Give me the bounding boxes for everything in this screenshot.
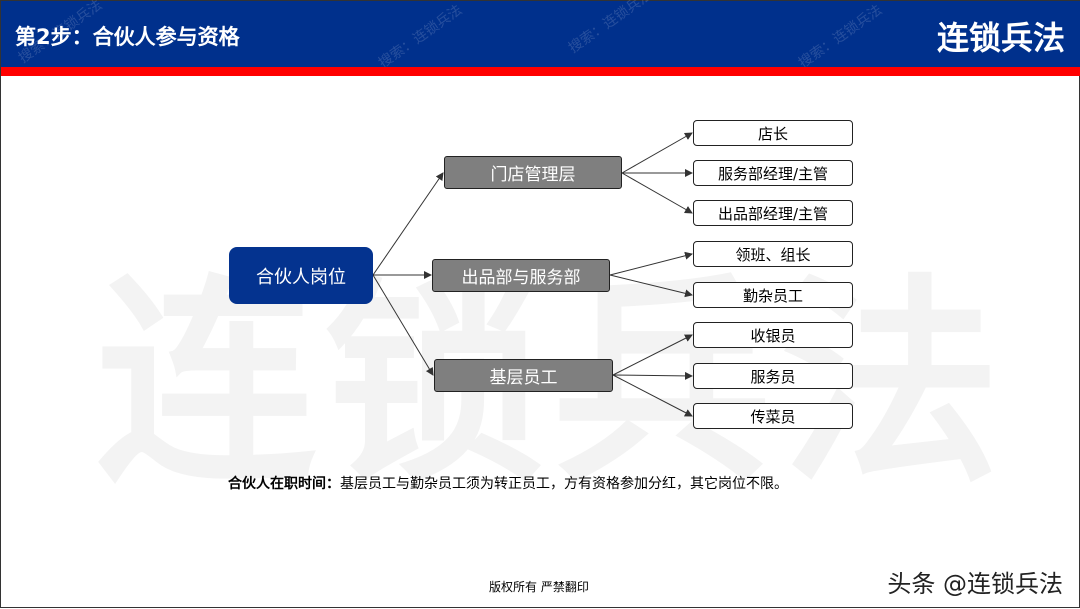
group-node-frontline: 基层员工 (434, 359, 613, 392)
tenure-note: 合伙人在职时间：基层员工与勤杂员工须为转正员工，方有资格参加分红，其它岗位不限。 (228, 473, 788, 493)
group-node-management: 门店管理层 (444, 156, 622, 189)
arrow (372, 172, 444, 276)
arrow (609, 274, 693, 298)
note-text: 基层员工与勤杂员工须为转正员工，方有资格参加分红，其它岗位不限。 (340, 476, 788, 492)
leaf-node: 出品部经理/主管 (693, 200, 853, 226)
leaf-node: 勤杂员工 (693, 282, 853, 308)
leaf-node: 店长 (693, 120, 853, 146)
source-watermark: 头条 @连锁兵法 (887, 570, 1063, 598)
arrow (621, 172, 693, 214)
leaf-node: 传菜员 (693, 403, 853, 429)
arrow (621, 132, 693, 174)
note-label: 合伙人在职时间： (228, 476, 340, 492)
leaf-node: 领班、组长 (693, 241, 853, 267)
arrow (372, 274, 434, 376)
arrow (612, 374, 693, 417)
root-node: 合伙人岗位 (229, 247, 373, 304)
red-stripe (1, 67, 1080, 76)
leaf-node: 收银员 (693, 322, 853, 348)
leaf-node: 服务部经理/主管 (693, 160, 853, 186)
arrow (612, 334, 693, 376)
arrow (609, 251, 693, 276)
brand-logo: 连锁兵法 (936, 19, 1065, 57)
group-node-kitchen-service: 出品部与服务部 (432, 259, 610, 292)
page-title: 第2步：合伙人参与资格 (15, 25, 240, 49)
header-bar: 搜索：连锁兵法 搜索：连锁兵法 搜索：连锁兵法 搜索：连锁兵法 第2步：合伙人参… (1, 0, 1080, 71)
copyright: 版权所有 严禁翻印 (489, 580, 589, 594)
leaf-node: 服务员 (693, 363, 853, 389)
arrow (612, 371, 693, 380)
